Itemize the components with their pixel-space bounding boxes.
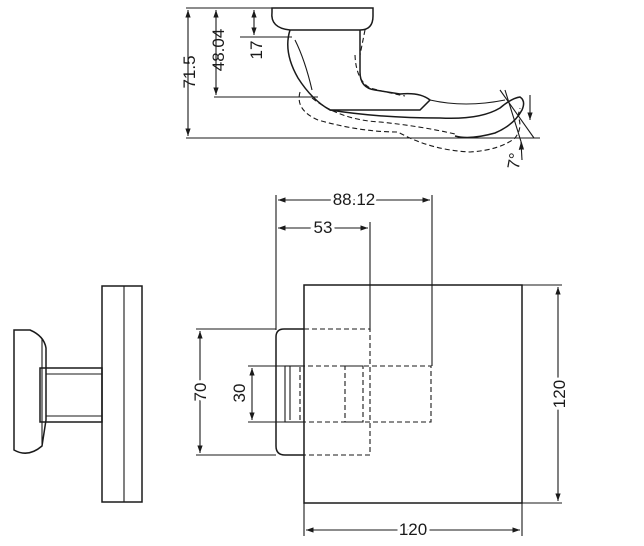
front-wall-plate bbox=[303, 284, 523, 504]
hook-side-view bbox=[185, 7, 540, 161]
front-insert-dashed bbox=[299, 365, 432, 423]
hook-tilted-outline bbox=[298, 91, 521, 153]
dim-depth-outer: 88.12 bbox=[333, 190, 376, 209]
left-wall-plate bbox=[101, 285, 143, 503]
hook-body bbox=[287, 29, 432, 111]
hook-left-view bbox=[13, 285, 143, 503]
hook-front-view bbox=[196, 195, 562, 536]
hook-mount-cap bbox=[271, 7, 374, 31]
dim-depth-inner: 53 bbox=[314, 218, 333, 237]
dim-plate-width: 120 bbox=[399, 520, 427, 539]
dim-plate-height: 120 bbox=[550, 380, 569, 408]
dim-insert-height: 30 bbox=[230, 384, 249, 403]
dim-total-height: 71.5 bbox=[180, 55, 199, 88]
dim-top-height: 17 bbox=[247, 41, 266, 60]
hook-tip bbox=[329, 96, 525, 139]
left-hook-stem bbox=[39, 367, 103, 423]
dim-mount-height: 70 bbox=[191, 383, 210, 402]
left-hook-head bbox=[13, 329, 47, 454]
front-mount-block bbox=[275, 328, 304, 456]
dim-mid-height: 48.04 bbox=[209, 29, 228, 72]
dim-angle: 7° bbox=[504, 151, 526, 170]
